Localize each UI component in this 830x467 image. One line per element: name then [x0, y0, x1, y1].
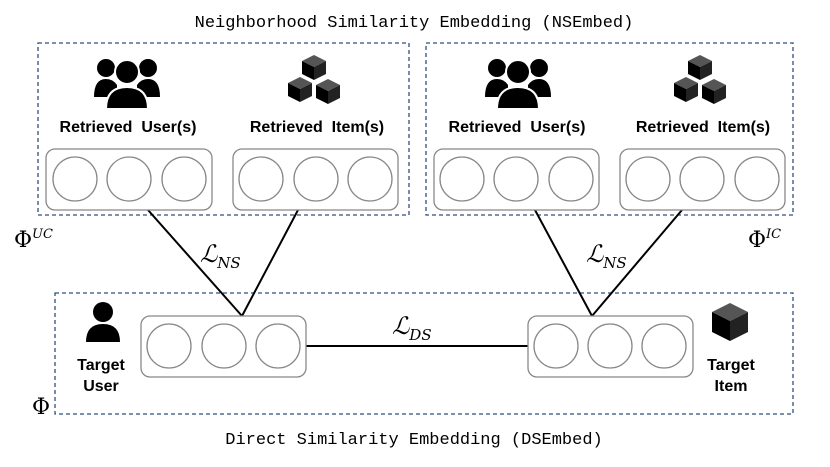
nsembed-item-region	[425, 42, 794, 216]
user-icon	[86, 302, 120, 342]
ns-edge-user-left	[147, 209, 243, 317]
dsembed-region	[54, 292, 794, 415]
embedding-node	[734, 156, 780, 202]
phi-symbol: Φ	[14, 228, 32, 253]
embedding-node	[347, 156, 393, 202]
embedding-node	[201, 323, 247, 369]
phi-symbol: Φ	[748, 228, 766, 253]
retrieved-users-label: Retrieved User(s)	[60, 119, 197, 136]
users-group-icon	[485, 59, 551, 110]
embedding-node	[625, 156, 671, 202]
users-group-icon	[94, 59, 160, 110]
loss-ns-right: ℒNS	[586, 240, 627, 272]
embedding-node	[533, 323, 579, 369]
cubes-icon	[288, 55, 340, 104]
embedding-node	[52, 156, 98, 202]
retrieved-users-label-right: Retrieved User(s)	[449, 119, 586, 136]
ns-edge-item-right	[591, 209, 683, 317]
loss-symbol: ℒ	[200, 240, 218, 268]
loss-ns-left: ℒNS	[200, 240, 241, 272]
embedding-node	[679, 156, 725, 202]
loss-symbol: ℒ	[392, 312, 410, 340]
loss-subscript: NS	[602, 254, 626, 272]
phi-label: Φ	[32, 395, 50, 420]
loss-subscript: NS	[216, 254, 240, 272]
loss-subscript: DS	[408, 326, 431, 344]
target-user-embedding	[140, 315, 307, 378]
phi-uc-label: ΦUC	[14, 227, 53, 253]
embedding-node	[587, 323, 633, 369]
retrieved-items-embedding-right	[619, 148, 786, 211]
target-item-label-line2: Item	[715, 378, 748, 395]
embedding-node	[146, 323, 192, 369]
embedding-node	[106, 156, 152, 202]
embedding-node	[439, 156, 485, 202]
nsembed-title: Neighborhood Similarity Embedding (NSEmb…	[195, 14, 634, 33]
embedding-node	[161, 156, 207, 202]
target-user-label-line1: Target	[77, 357, 125, 374]
retrieved-items-label-right: Retrieved Item(s)	[636, 119, 770, 136]
ns-edge-user-right	[241, 209, 299, 317]
embedding-node	[493, 156, 539, 202]
loss-symbol: ℒ	[586, 240, 604, 268]
embedding-node	[255, 323, 301, 369]
target-item-label-line1: Target	[707, 357, 755, 374]
target-item-embedding	[527, 315, 694, 378]
retrieved-users-embedding	[45, 148, 213, 211]
phi-superscript: IC	[765, 227, 781, 242]
retrieved-users-embedding-right	[433, 148, 600, 211]
phi-ic-label: ΦIC	[748, 227, 781, 253]
embedding-node	[293, 156, 339, 202]
embedding-node	[238, 156, 284, 202]
embedding-node	[548, 156, 594, 202]
embedding-node	[641, 323, 687, 369]
loss-ds: ℒDS	[392, 312, 432, 344]
dsembed-title: Direct Similarity Embedding (DSEmbed)	[225, 431, 602, 450]
retrieved-items-label: Retrieved Item(s)	[250, 119, 384, 136]
ns-edge-item-left	[534, 209, 593, 317]
retrieved-items-embedding	[232, 148, 399, 211]
target-user-label-line2: User	[83, 378, 119, 395]
cube-icon	[712, 303, 748, 341]
phi-superscript: UC	[32, 227, 53, 242]
nsembed-user-region	[37, 42, 410, 216]
cubes-icon	[674, 55, 726, 104]
